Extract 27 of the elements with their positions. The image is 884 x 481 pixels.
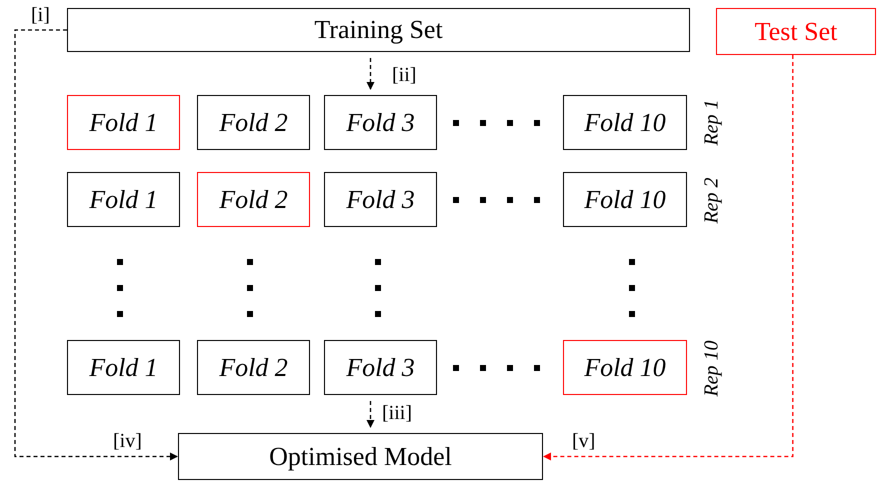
arrow bbox=[366, 58, 374, 90]
process-box: Optimised Model bbox=[178, 433, 543, 480]
repetition-label: Rep 1 bbox=[700, 98, 724, 146]
fold-box: Fold 2 bbox=[197, 340, 310, 395]
repetition-label: Rep 10 bbox=[700, 340, 724, 396]
arrow bbox=[14, 29, 178, 460]
fold-box: Fold 1 bbox=[67, 172, 180, 227]
fold-box: Fold 2 bbox=[197, 95, 310, 150]
edge-label: [ii] bbox=[392, 64, 416, 87]
fold-box: Fold 3 bbox=[324, 95, 437, 150]
edge-label: [v] bbox=[572, 430, 596, 453]
fold-box: Fold 10 bbox=[563, 95, 687, 150]
edge-label: [iii] bbox=[382, 402, 412, 425]
annotation-label: [iv] bbox=[113, 430, 142, 453]
fold-box: Fold 2 bbox=[197, 172, 310, 227]
fold-box: Fold 3 bbox=[324, 340, 437, 395]
fold-box: Fold 10 bbox=[563, 340, 687, 395]
fold-box: Fold 1 bbox=[67, 340, 180, 395]
arrow bbox=[543, 55, 794, 460]
arrow bbox=[366, 401, 374, 428]
fold-box: Fold 3 bbox=[324, 172, 437, 227]
edge-label: [i] bbox=[31, 4, 50, 27]
fold-box: Fold 10 bbox=[563, 172, 687, 227]
process-box: Training Set bbox=[67, 8, 690, 52]
process-box: Test Set bbox=[716, 8, 876, 55]
repetition-label: Rep 2 bbox=[700, 176, 724, 224]
fold-box: Fold 1 bbox=[67, 95, 180, 150]
